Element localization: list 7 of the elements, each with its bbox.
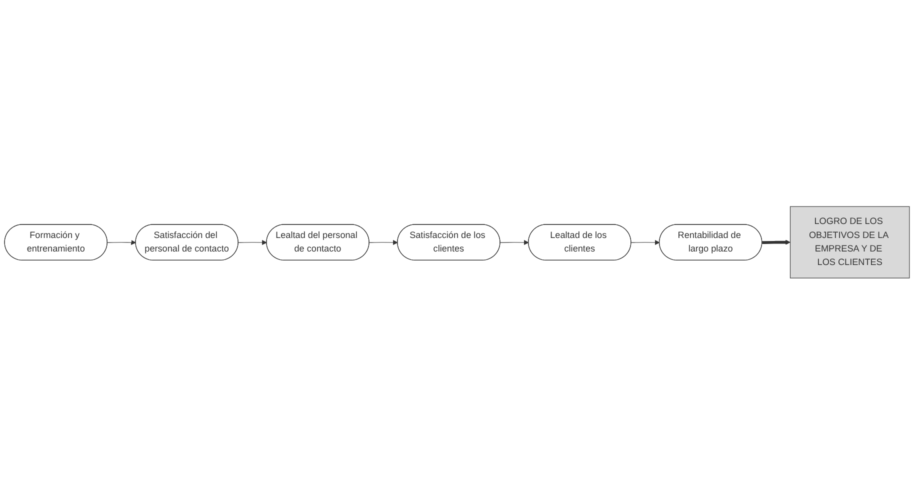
arrow [500, 240, 529, 245]
arrow [630, 240, 660, 245]
arrow [238, 240, 267, 245]
node-box: LOGRO DE LOS OBJETIVOS DE LA EMPRESA Y DE LOS CLIENTES [790, 206, 910, 278]
arrow [107, 240, 136, 245]
arrow [369, 240, 398, 245]
arrow [762, 240, 790, 244]
